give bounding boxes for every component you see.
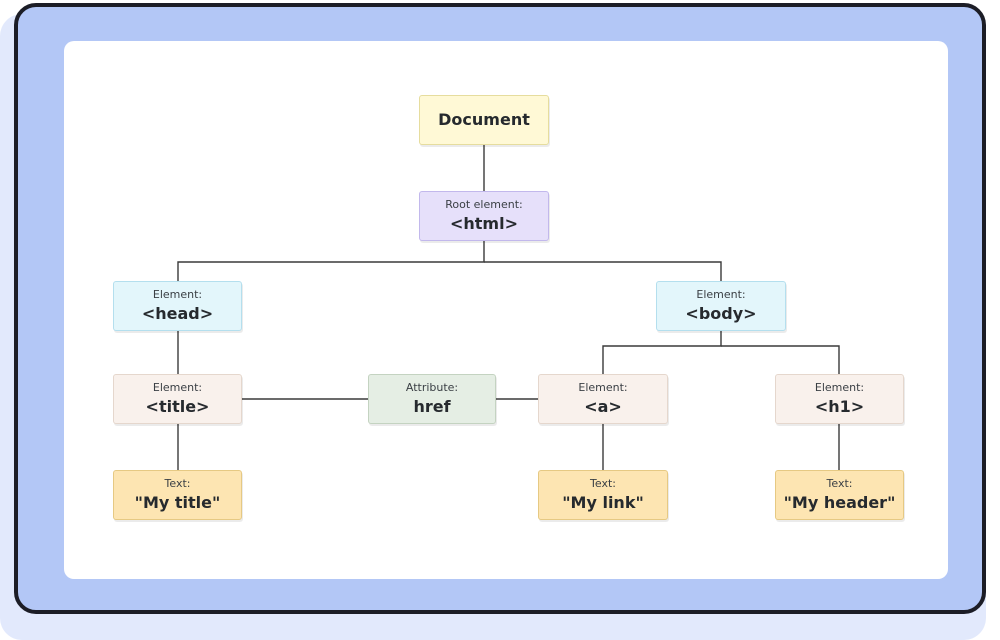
node-value: "My link" [562,493,644,512]
node-body: Element: <body> [656,281,786,331]
node-document: Document [419,95,549,145]
node-value: "My header" [783,493,896,512]
node-value: <a> [584,397,622,416]
node-value: <body> [685,304,757,323]
node-value: <title> [145,397,210,416]
node-html: Root element: <html> [419,191,549,241]
node-a: Element: <a> [538,374,668,424]
node-label: Element: [152,288,203,301]
node-value: <html> [449,214,518,233]
node-label: Element: [578,381,628,394]
node-value: href [413,397,451,416]
edge-html-children [177,241,485,281]
edge-body-a [602,331,722,374]
node-label: Element: [696,288,746,301]
node-value: <h1> [814,397,865,416]
node-label: Element: [152,381,203,394]
node-label: Element: [814,381,865,394]
node-text-link: Text: "My link" [538,470,668,520]
edge-body-h1 [721,345,840,374]
node-h1: Element: <h1> [775,374,904,424]
node-label: Attribute: [405,381,459,394]
node-text-header: Text: "My header" [775,470,904,520]
node-value: "My title" [134,493,221,512]
node-text-title: Text: "My title" [113,470,242,520]
node-value: <head> [141,304,214,323]
node-href: Attribute: href [368,374,496,424]
node-label: Text: [164,477,191,490]
node-head: Element: <head> [113,281,242,331]
edge-html-body [484,261,722,281]
node-label: Root element: [445,198,523,211]
node-title: Element: <title> [113,374,242,424]
node-value: Document [438,110,530,129]
node-label: Text: [590,477,616,490]
node-label: Text: [826,477,853,490]
